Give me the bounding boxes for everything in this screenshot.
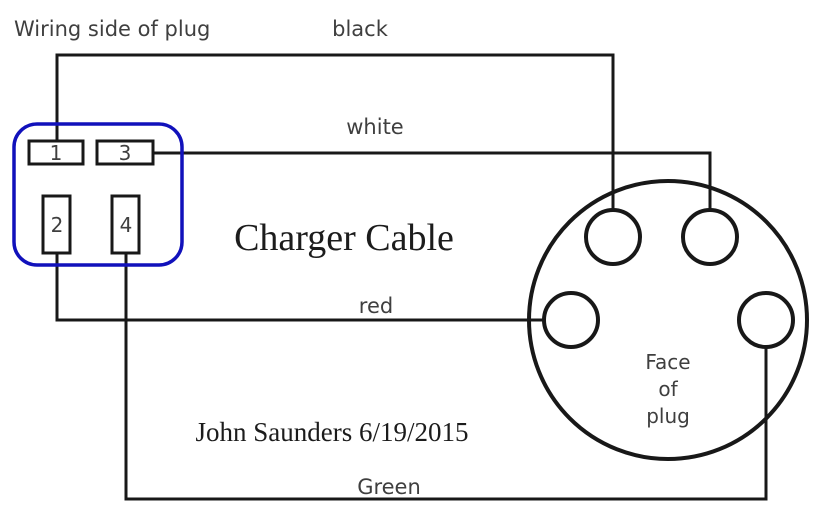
plug-pin-black <box>584 208 642 266</box>
pin-number-1: 1 <box>50 141 63 165</box>
plug-face-circle <box>527 179 809 461</box>
pin-number-2: 2 <box>51 213 64 237</box>
white-wire-label: white <box>346 115 403 139</box>
author-credit: John Saunders 6/19/2015 <box>196 417 469 447</box>
face-label-line-2: of <box>658 377 678 401</box>
green-wire <box>124 252 768 501</box>
pin-terminal-3 <box>95 139 155 166</box>
plug-pin-red <box>542 291 600 349</box>
pin-terminal-1 <box>27 139 85 166</box>
white-wire <box>153 151 712 211</box>
red-wire <box>55 252 545 322</box>
connector-body-outline <box>12 122 184 267</box>
face-label-line-3: plug <box>646 404 690 428</box>
pin-number-4: 4 <box>120 213 133 237</box>
face-label-line-1: Face <box>645 350 690 374</box>
plug-pin-white <box>681 208 739 266</box>
pin-terminal-2 <box>41 194 72 255</box>
diagram-title: Charger Cable <box>234 217 454 259</box>
wiring-side-label: Wiring side of plug <box>14 17 210 41</box>
green-wire-label: Green <box>357 475 421 499</box>
black-wire-label: black <box>332 17 389 41</box>
pin-terminal-4 <box>110 194 141 255</box>
pin-number-3: 3 <box>119 141 132 165</box>
plug-pin-green <box>737 291 795 349</box>
red-wire-label: red <box>359 294 393 318</box>
black-wire <box>55 53 615 211</box>
